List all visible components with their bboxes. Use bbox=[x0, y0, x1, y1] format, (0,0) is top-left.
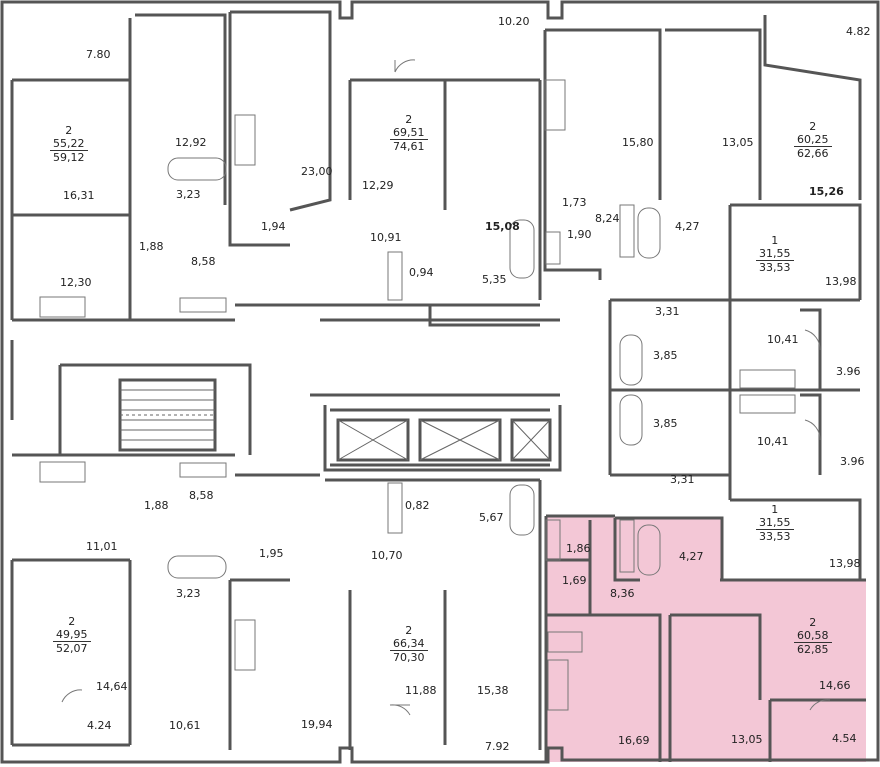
room-area: 1,86 bbox=[566, 542, 591, 555]
room-area: 15,38 bbox=[477, 684, 509, 697]
room-area: 13,05 bbox=[731, 733, 763, 746]
room-area: 15,08 bbox=[485, 220, 520, 233]
room-area: 13,05 bbox=[722, 136, 754, 149]
room-area: 1,94 bbox=[261, 220, 286, 233]
room-area: 0,94 bbox=[409, 266, 434, 279]
room-area: 4.24 bbox=[87, 719, 112, 732]
room-area: 1,88 bbox=[144, 499, 169, 512]
room-area: 8,58 bbox=[191, 255, 216, 268]
room-area: 15,26 bbox=[809, 185, 844, 198]
room-area: 4.54 bbox=[832, 732, 857, 745]
room-area: 10,70 bbox=[371, 549, 403, 562]
room-area: 1,69 bbox=[562, 574, 587, 587]
room-area: 13,98 bbox=[825, 275, 857, 288]
room-area: 1,95 bbox=[259, 547, 284, 560]
room-area: 12,30 bbox=[60, 276, 92, 289]
elevators bbox=[337, 419, 551, 461]
room-area: 1,73 bbox=[562, 196, 587, 209]
room-area: 14,66 bbox=[819, 679, 851, 692]
bathtubs bbox=[167, 157, 661, 579]
room-area: 16,69 bbox=[618, 734, 650, 747]
stairs bbox=[120, 389, 215, 441]
room-area: 19,94 bbox=[301, 718, 333, 731]
room-area: 4.82 bbox=[846, 25, 871, 38]
room-area: 10,91 bbox=[370, 231, 402, 244]
room-area: 3,85 bbox=[653, 417, 678, 430]
room-area: 8,36 bbox=[610, 587, 635, 600]
room-area: 3,23 bbox=[176, 587, 201, 600]
room-area: 10.20 bbox=[498, 15, 530, 28]
room-area: 23,00 bbox=[301, 165, 333, 178]
room-area: 10,41 bbox=[757, 435, 789, 448]
room-area: 16,31 bbox=[63, 189, 95, 202]
room-area: 3,85 bbox=[653, 349, 678, 362]
room-area: 11,01 bbox=[86, 540, 118, 553]
room-area: 14,64 bbox=[96, 680, 128, 693]
room-area: 3.96 bbox=[840, 455, 865, 468]
room-area: 5,67 bbox=[479, 511, 504, 524]
room-area: 7.80 bbox=[86, 48, 111, 61]
room-area: 3,23 bbox=[176, 188, 201, 201]
room-area: 1,90 bbox=[567, 228, 592, 241]
room-area: 1,88 bbox=[139, 240, 164, 253]
room-area: 10,61 bbox=[169, 719, 201, 732]
room-area: 8,24 bbox=[595, 212, 620, 225]
room-area: 3,31 bbox=[670, 473, 695, 486]
room-area: 8,58 bbox=[189, 489, 214, 502]
room-area: 3,31 bbox=[655, 305, 680, 318]
room-area: 7.92 bbox=[485, 740, 510, 753]
room-area: 5,35 bbox=[482, 273, 507, 286]
radiator-grilles bbox=[179, 204, 635, 573]
room-area: 11,88 bbox=[405, 684, 437, 697]
room-area: 12,92 bbox=[175, 136, 207, 149]
doors bbox=[61, 59, 831, 716]
room-area: 10,41 bbox=[767, 333, 799, 346]
room-area: 4,27 bbox=[679, 550, 704, 563]
room-area: 0,82 bbox=[405, 499, 430, 512]
room-area: 3.96 bbox=[836, 365, 861, 378]
room-area: 12,29 bbox=[362, 179, 394, 192]
room-area: 4,27 bbox=[675, 220, 700, 233]
kitchen-units bbox=[39, 79, 796, 711]
room-area: 13,98 bbox=[829, 557, 861, 570]
room-area: 15,80 bbox=[622, 136, 654, 149]
